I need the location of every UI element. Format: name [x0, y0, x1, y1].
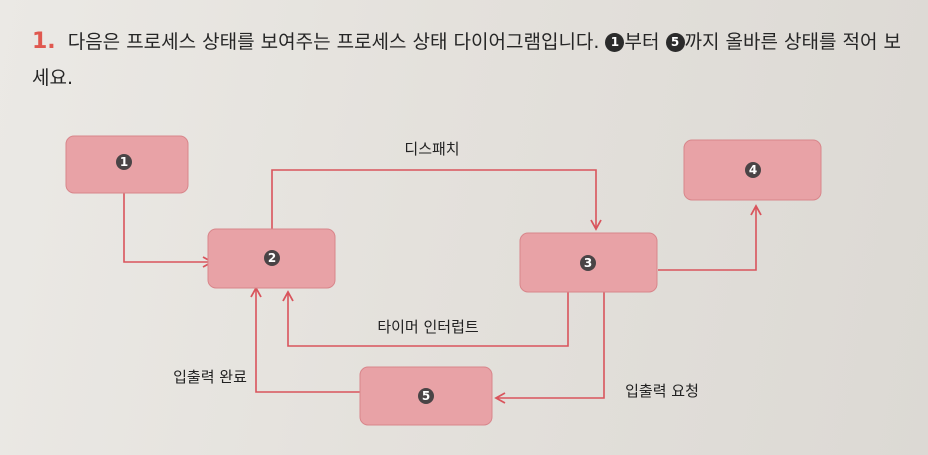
- marker-to: 5: [665, 33, 685, 52]
- node-1-label: 1: [120, 155, 128, 169]
- question-part3: 까지 올바른 상태를 적어 보세요.: [32, 31, 901, 89]
- edge-dispatch: [271, 169, 602, 231]
- node-5-label: 5: [422, 389, 430, 403]
- edge-3-to-4: [658, 204, 762, 271]
- question-number: 1.: [32, 29, 56, 54]
- node-2: 2: [207, 228, 336, 289]
- label-io-request: 입출력 요청: [625, 382, 699, 400]
- node-4-label: 4: [749, 163, 757, 177]
- node-4: 4: [683, 139, 822, 201]
- edge-timer-interrupt: [282, 290, 569, 347]
- label-timer-interrupt: 타이머 인터럽트: [377, 318, 479, 336]
- label-io-complete: 입출력 완료: [173, 368, 247, 386]
- node-3-badge: [580, 255, 596, 271]
- node-1-badge: [116, 154, 132, 170]
- edge-1-to-2: [123, 193, 214, 268]
- node-2-badge: [264, 250, 280, 266]
- question-part1: 다음은 프로세스 상태를 보여주는 프로세스 상태 다이어그램입니다.: [67, 31, 600, 53]
- node-3-label: 3: [584, 256, 592, 270]
- label-dispatch: 디스패치: [404, 140, 459, 158]
- node-4-badge: [745, 162, 761, 178]
- marker-from: 1: [605, 33, 625, 52]
- question-text: 1. 다음은 프로세스 상태를 보여주는 프로세스 상태 다이어그램입니다. 1…: [32, 24, 902, 96]
- node-2-label: 2: [268, 251, 276, 265]
- question-part2: 부터: [624, 31, 660, 53]
- node-5-badge: [418, 388, 434, 404]
- node-5: 5: [359, 366, 493, 426]
- edge-io-complete: [250, 286, 360, 393]
- node-1: 1: [65, 135, 189, 194]
- edge-io-request: [494, 292, 605, 404]
- node-3: 3: [519, 232, 658, 293]
